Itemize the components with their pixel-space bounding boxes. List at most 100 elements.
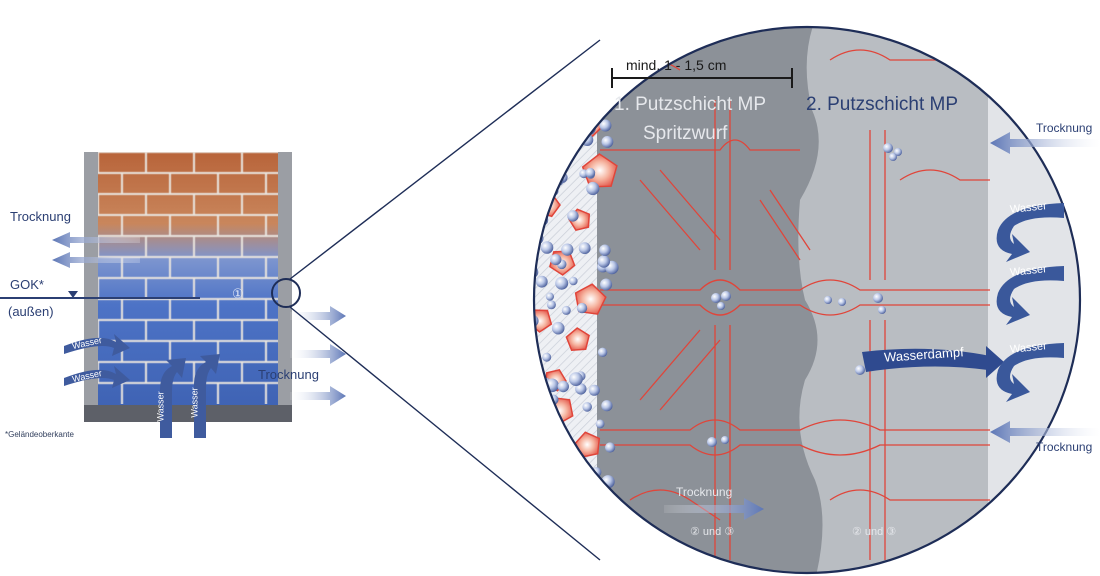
water-molecule — [555, 118, 570, 133]
water-molecule — [534, 253, 535, 267]
pore-channel — [869, 130, 886, 280]
right-drying-arrow-bottom — [990, 421, 1100, 443]
pore-channel — [829, 489, 990, 501]
water-molecule — [588, 384, 600, 396]
water-molecule — [573, 484, 587, 498]
water-molecule — [534, 344, 538, 354]
water-molecule — [553, 164, 562, 173]
water-molecule — [516, 104, 527, 115]
water-molecule — [521, 275, 531, 285]
gok-marker-icon — [68, 291, 78, 298]
water-molecule — [535, 106, 545, 116]
water-molecule — [721, 291, 731, 301]
water-molecule — [545, 470, 557, 482]
aussen-label: (außen) — [8, 304, 54, 319]
water-molecule — [601, 136, 614, 148]
left-arrow-1 — [52, 232, 140, 248]
pore-channel — [759, 189, 811, 261]
water-molecule — [564, 450, 576, 461]
water-side-arrow-1 — [64, 334, 130, 356]
water-molecule — [572, 473, 583, 484]
zoom-line-top — [289, 39, 601, 280]
water-molecule — [546, 300, 556, 310]
water-molecule — [561, 243, 574, 256]
water-molecule — [557, 380, 569, 393]
right-trocknung-bottom-label: Trocknung — [1036, 440, 1093, 454]
water-molecule — [534, 128, 540, 137]
right-water-arrows — [996, 203, 1064, 402]
inner-drying-arrow — [664, 498, 764, 520]
water-molecule — [711, 293, 721, 303]
und-left-label: ② und ③ — [690, 526, 735, 538]
footnote-label: *Geländeoberkante — [5, 430, 74, 439]
pore-network — [600, 49, 990, 560]
wall-plaster-right — [278, 152, 292, 422]
zoom-line-bottom — [289, 306, 601, 561]
water-molecule — [534, 447, 536, 459]
marker-1-label: ① — [232, 286, 244, 301]
water-molecule — [541, 165, 555, 179]
pore-channel — [629, 489, 721, 521]
water-molecule — [521, 219, 534, 232]
water-molecule — [599, 119, 612, 132]
water-molecule — [566, 82, 576, 92]
wasserdampf-arrow — [862, 348, 990, 372]
water-molecule — [586, 73, 598, 84]
water-molecule — [721, 436, 729, 444]
thickness-label: mind. 1 - 1,5 cm — [626, 57, 727, 73]
water-molecule — [575, 383, 587, 395]
right-trocknung-top-label: Trocknung — [1036, 121, 1093, 135]
wall-section — [84, 152, 292, 422]
water-molecule — [717, 302, 725, 310]
water-molecule — [541, 447, 550, 456]
water-molecule — [585, 167, 596, 178]
water-molecule — [578, 486, 588, 496]
water-molecule — [520, 278, 530, 288]
water-molecule — [560, 115, 571, 127]
wall-plaster-left — [84, 152, 98, 422]
wall-trocknung-label: Trocknung — [258, 367, 319, 382]
water-molecule — [600, 278, 613, 291]
water-molecule — [555, 276, 569, 290]
thickness-bracket — [611, 68, 793, 88]
rising-water-arrows — [64, 334, 220, 438]
gok-label: GOK* — [10, 277, 44, 292]
water-molecule — [525, 260, 533, 268]
water-molecule — [576, 302, 588, 314]
pore-channel — [600, 139, 800, 151]
water-molecule — [595, 419, 605, 429]
layer1-label-line1: 1. Putzschicht MP — [614, 94, 767, 115]
wasser-curl-1 — [996, 203, 1064, 262]
water-molecule — [550, 120, 564, 134]
water-molecule — [597, 255, 610, 268]
pore-channel — [639, 329, 721, 411]
aggregate-pentagon — [534, 450, 551, 471]
layer1-label-line2: Spritzwurf — [643, 123, 728, 144]
pore-channel — [899, 169, 990, 181]
water-molecule — [534, 314, 539, 327]
wall-arrow-1 — [290, 306, 346, 326]
water-molecule — [569, 276, 578, 286]
water-molecule — [551, 159, 564, 172]
water-molecule — [534, 418, 542, 429]
water-molecule — [534, 253, 536, 268]
water-molecule — [542, 352, 552, 362]
inner-trocknung-label: Trocknung — [676, 485, 733, 499]
water-molecule — [535, 275, 548, 288]
wall-arrow-2 — [290, 344, 346, 364]
pore-channel — [600, 419, 990, 431]
water-molecule — [560, 441, 570, 451]
water-molecule — [578, 242, 591, 255]
water-molecule — [883, 143, 893, 153]
water-molecule — [549, 91, 561, 103]
water-rise-arrow-2 — [194, 354, 220, 438]
water-molecule — [523, 332, 533, 342]
pore-channel — [600, 444, 990, 456]
water-molecule — [540, 241, 554, 254]
water-molecule — [878, 306, 886, 314]
aggregate-pentagon — [565, 327, 590, 351]
water-molecule — [545, 292, 555, 301]
water-molecule — [567, 210, 579, 222]
